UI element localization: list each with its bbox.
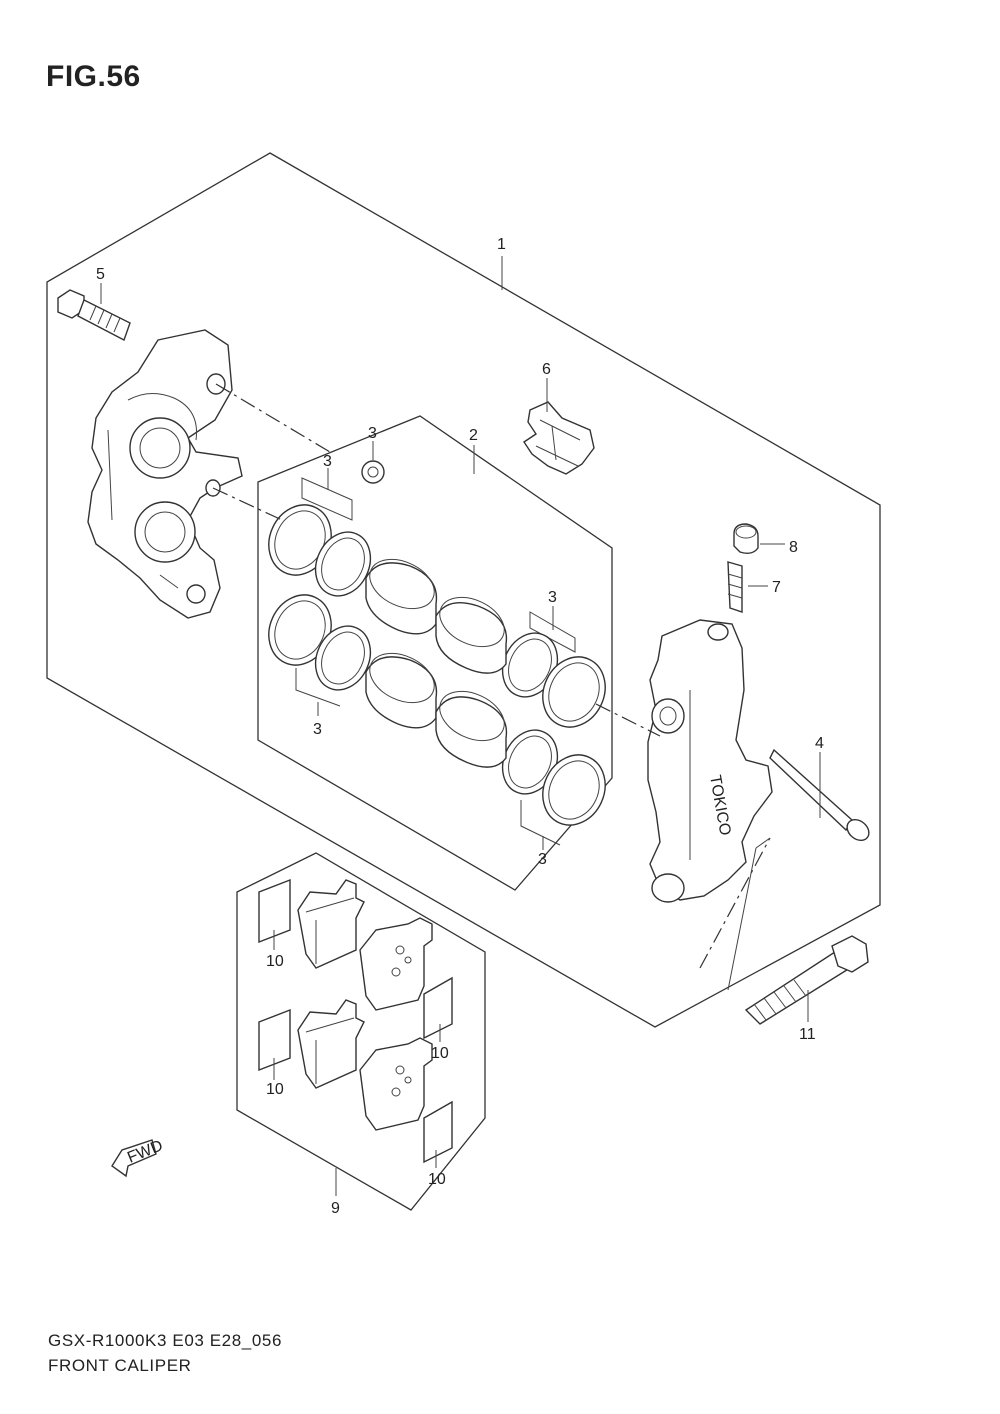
washer-hole bbox=[367, 466, 379, 478]
callout-3-washer: 3 bbox=[368, 425, 377, 442]
brake-pads bbox=[297, 879, 433, 1131]
callout-4: 4 bbox=[815, 735, 824, 752]
pad-shims bbox=[258, 878, 453, 1164]
figure-title: FIG.56 bbox=[46, 60, 141, 93]
center-lines bbox=[212, 383, 771, 991]
callout-3-upper-left: 3 bbox=[323, 453, 332, 470]
caliper-half-left bbox=[87, 329, 243, 619]
callout-11: 11 bbox=[799, 1026, 816, 1043]
piston-kit-boundary bbox=[257, 415, 613, 891]
callout-10-a: 10 bbox=[266, 953, 284, 970]
callout-5: 5 bbox=[96, 266, 105, 283]
forward-arrow-icon: FWD bbox=[111, 1137, 165, 1178]
callout-10-d: 10 bbox=[428, 1171, 446, 1188]
washer-part-3 bbox=[361, 460, 385, 484]
bleeder-cap-part-8 bbox=[733, 523, 759, 555]
seals-lower-left bbox=[268, 594, 372, 707]
pad-spring-part-6 bbox=[523, 401, 595, 475]
callout-7: 7 bbox=[772, 579, 781, 596]
leader-lines bbox=[100, 256, 821, 1196]
callout-1: 1 bbox=[497, 236, 506, 253]
callout-6: 6 bbox=[542, 361, 551, 378]
callout-8: 8 bbox=[789, 539, 798, 556]
callout-9: 9 bbox=[331, 1200, 340, 1217]
pad-set-boundary bbox=[236, 852, 486, 1211]
seals-upper-left bbox=[268, 477, 372, 597]
bleeder-valve-part-7 bbox=[727, 561, 743, 613]
callout-10-b: 10 bbox=[431, 1045, 449, 1062]
callout-3-lower-left: 3 bbox=[313, 721, 322, 738]
callout-10-c: 10 bbox=[266, 1081, 284, 1098]
bolt-part-11 bbox=[744, 935, 869, 1025]
diagram-code: GSX-R1000K3 E03 E28_056 bbox=[48, 1331, 283, 1350]
seals-lower-right bbox=[501, 729, 606, 846]
diagram-name: FRONT CALIPER bbox=[48, 1356, 192, 1375]
pistons bbox=[365, 558, 508, 768]
callout-3-upper-right: 3 bbox=[548, 589, 557, 606]
seals-upper-right bbox=[501, 611, 606, 728]
caliper-assembly-boundary bbox=[46, 152, 881, 1028]
callout-labels: 1 2 3 3 3 3 3 4 5 6 7 8 9 10 10 10 10 11 bbox=[96, 236, 824, 1217]
callout-2: 2 bbox=[469, 427, 478, 444]
caliper-half-right: TOKICO bbox=[647, 619, 773, 903]
callout-3-lower-right: 3 bbox=[538, 851, 547, 868]
bolt-part-5 bbox=[57, 289, 131, 341]
pad-pin-part-4 bbox=[769, 748, 870, 842]
